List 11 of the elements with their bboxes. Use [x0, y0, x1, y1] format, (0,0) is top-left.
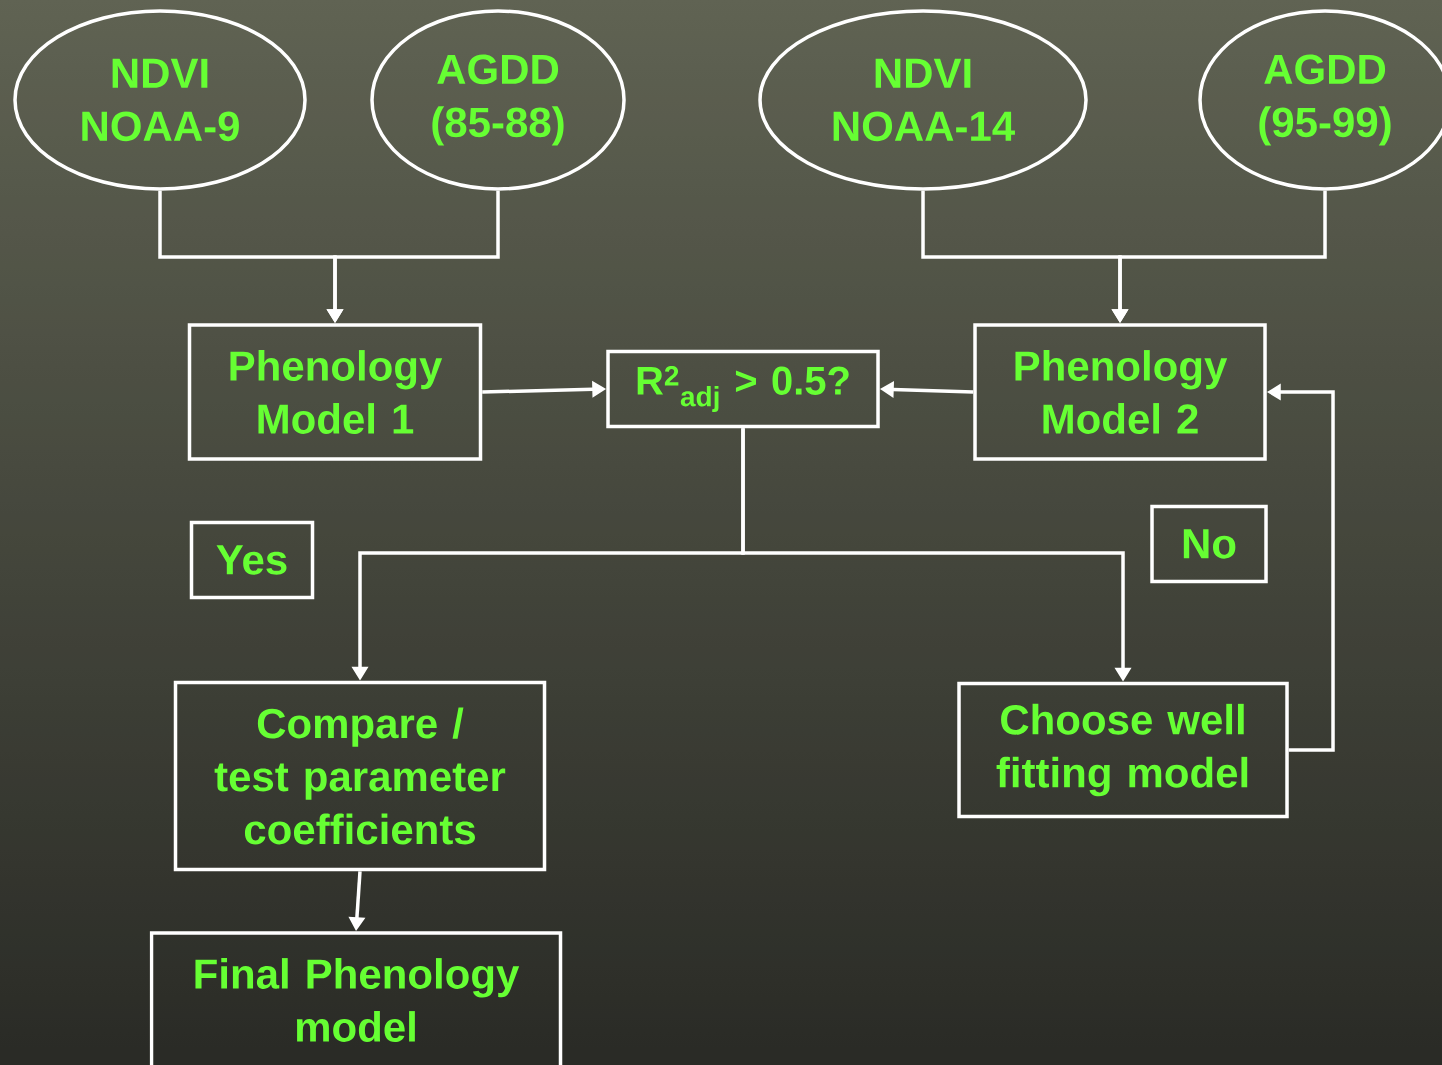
process-box: Final Phenology model [149, 931, 563, 1065]
process-box: Compare / test parameter coefficients [173, 680, 547, 872]
answer-box: No [1150, 504, 1268, 584]
process-box: Choose well fitting model [957, 681, 1289, 819]
decision-box: R$^{2}$$_{adj}$ > 0.5? [606, 349, 880, 429]
process-box: Phenology Model 2 [973, 323, 1267, 461]
process-box: Phenology Model 1 [187, 323, 483, 461]
answer-box: Yes [189, 520, 315, 600]
ellipse-node: AGDD (85-88) [370, 9, 626, 191]
ellipse-node: NDVI NOAA-14 [758, 9, 1088, 191]
ellipse-node: NDVI NOAA-9 [13, 9, 307, 191]
